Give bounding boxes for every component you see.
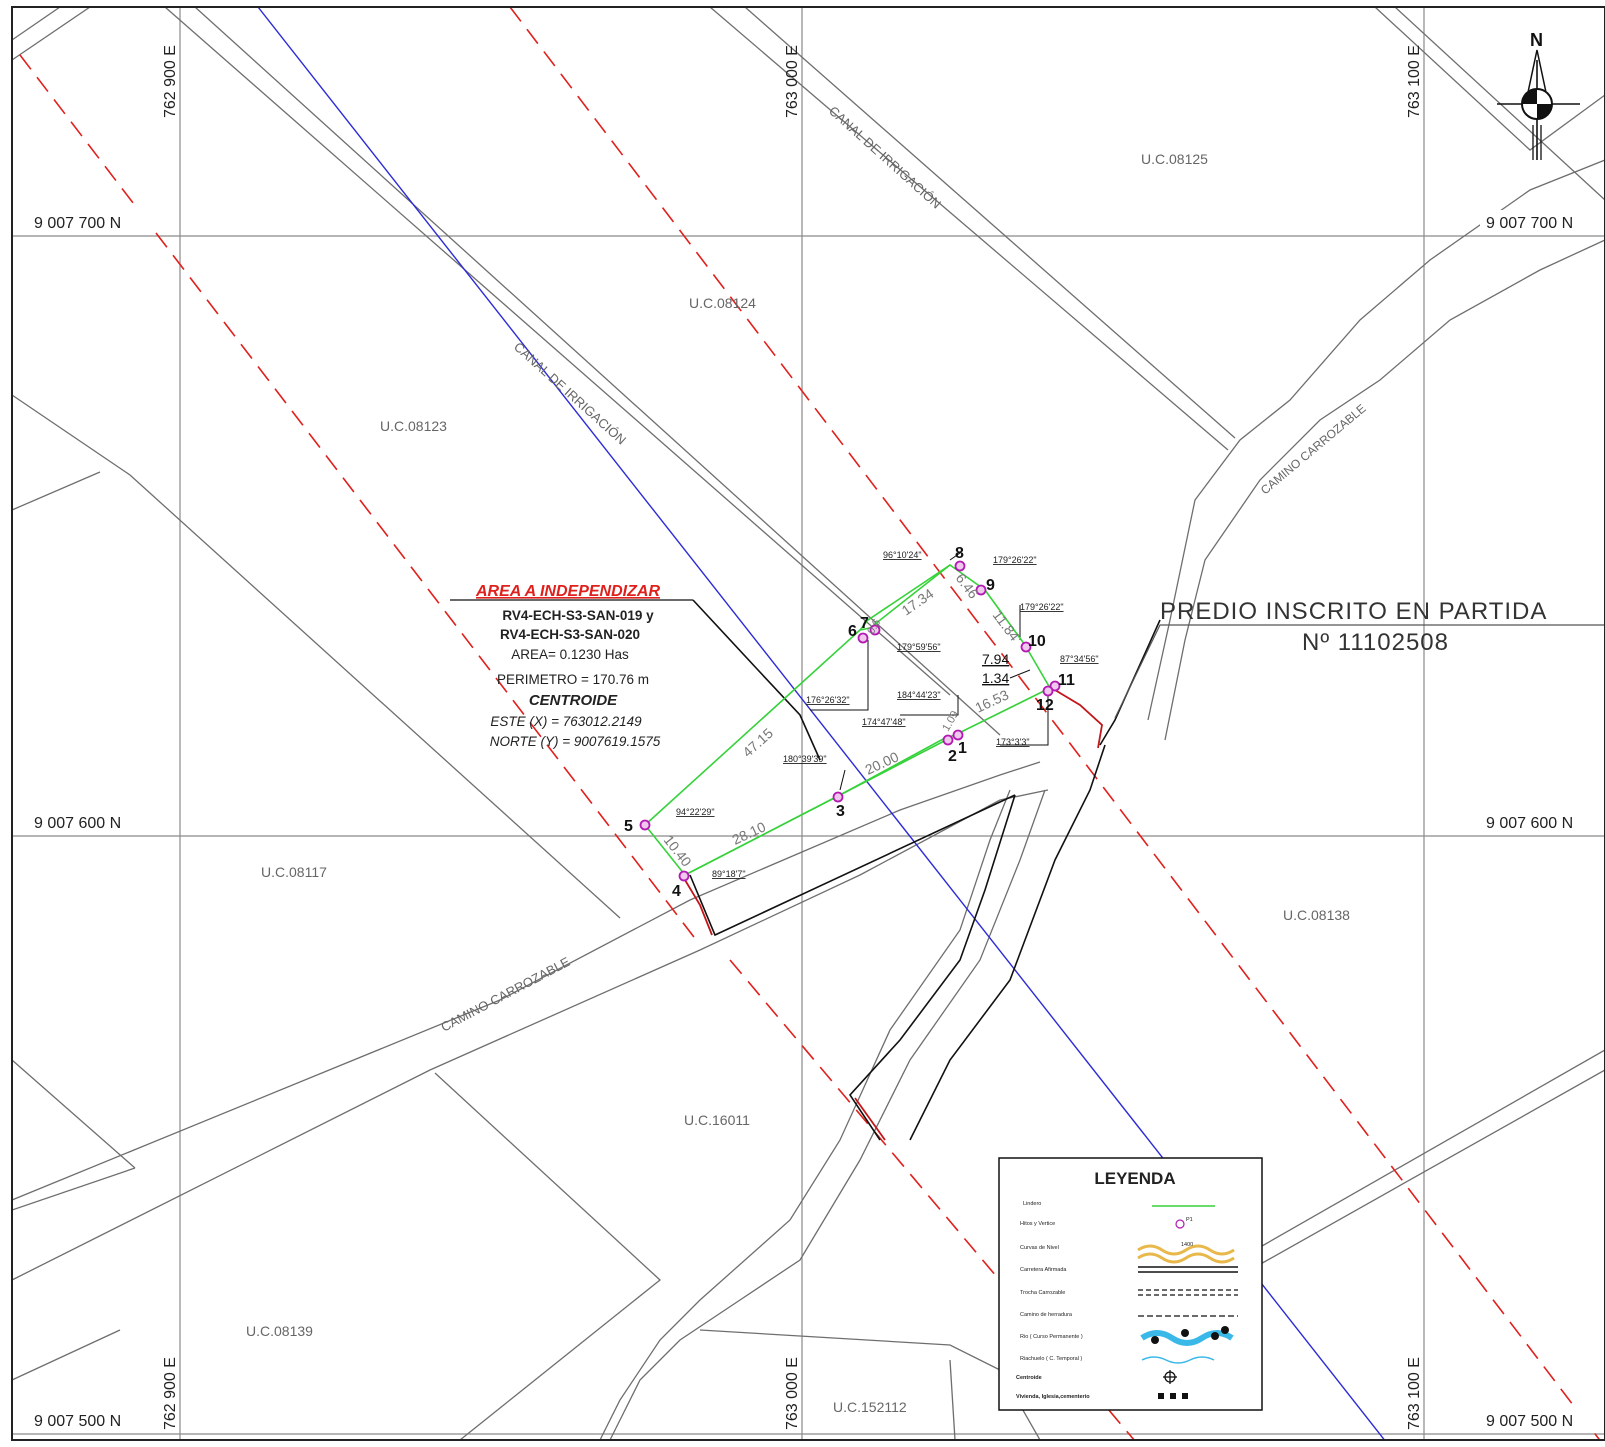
legend-item: Curvas de Nivel <box>1020 1245 1059 1251</box>
centroid-este: ESTE (X) = 763012.2149 <box>490 714 642 729</box>
parcel-label: U.C.08138 <box>1283 907 1350 923</box>
vertex-9[interactable] <box>975 584 987 596</box>
area-code2: RV4-ECH-S3-SAN-020 <box>500 627 640 642</box>
legend-item: Carretera Afirmada <box>1020 1267 1067 1273</box>
angle-label: 179°26'22" <box>993 555 1037 565</box>
angle-labels: 96°10'24" 179°26'22" 179°26'22" 179°59'5… <box>676 550 1099 879</box>
east-coord-label: 763 100 E <box>1406 45 1423 118</box>
legend: LEYENDA Lindero Hitos y Vertice Curvas d… <box>998 1157 1263 1411</box>
north-coord-label: 9 007 600 N <box>1486 815 1573 832</box>
distance-label: 1.34 <box>982 670 1009 686</box>
north-coord-label: 9 007 700 N <box>1486 215 1573 232</box>
parcel-label: U.C.16011 <box>684 1112 750 1128</box>
vertex-label: 7 <box>860 615 869 632</box>
legend-item: Lindero <box>1023 1201 1041 1207</box>
angle-label: 96°10'24" <box>883 550 922 560</box>
angle-label: 94°22'29" <box>676 807 715 817</box>
distance-label: 7.94 <box>982 651 1009 667</box>
partida-label: PREDIO INSCRITO EN PARTIDA Nº 11102508 <box>1114 598 1605 719</box>
red-solid-segments <box>684 689 1103 1141</box>
vertex-12[interactable] <box>1042 685 1054 697</box>
vertex-7[interactable] <box>869 624 881 636</box>
grid-lines <box>12 7 1605 1440</box>
vertex-5[interactable] <box>639 819 651 831</box>
east-coord-label: 762 900 E <box>162 1357 179 1430</box>
red-dashed-lines <box>19 7 1601 1440</box>
vertex-label: 5 <box>624 818 633 835</box>
parcel-labels: U.C.08125 U.C.08124 U.C.08123 U.C.08117 … <box>246 151 1350 1415</box>
north-coord-label: 9 007 700 N <box>34 215 121 232</box>
legend-item: Riachuelo ( C. Temporal ) <box>1020 1356 1082 1362</box>
legend-contour-tag: 1400 <box>1181 1242 1193 1248</box>
vertex-1[interactable] <box>952 729 964 741</box>
vertex-4[interactable] <box>678 870 690 882</box>
area-info-block: AREA A INDEPENDIZAR RV4-ECH-S3-SAN-019 y… <box>450 583 693 749</box>
vertex-label: 10 <box>1028 633 1046 650</box>
vertex-2[interactable] <box>942 734 954 746</box>
vertex-label: 4 <box>672 883 681 900</box>
parcel-label: U.C.08125 <box>1141 151 1208 167</box>
parcel-label: U.C.08124 <box>689 295 756 311</box>
legend-item: Trocha Carrozable <box>1020 1290 1065 1296</box>
north-coord-label: 9 007 600 N <box>34 815 121 832</box>
legend-item: Centroide <box>1016 1375 1042 1381</box>
vertex-label: 9 <box>986 577 995 594</box>
centroid-norte: NORTE (Y) = 9007619.1575 <box>490 734 661 749</box>
partida-line1: PREDIO INSCRITO EN PARTIDA <box>1160 598 1547 625</box>
vertex-label: 12 <box>1036 697 1054 714</box>
partida-line2: Nº 11102508 <box>1302 629 1449 656</box>
map-frame <box>11 6 1605 1441</box>
area-perimeter: PERIMETRO = 170.76 m <box>497 672 649 687</box>
angle-label: 89°18'7" <box>712 869 746 879</box>
east-coord-label: 762 900 E <box>162 45 179 118</box>
vertex-labels: 1 2 3 4 5 6 7 8 9 10 11 12 <box>624 545 1075 900</box>
vertex-label: 8 <box>955 545 964 562</box>
vertex-label: 1 <box>958 740 967 757</box>
area-title: AREA A INDEPENDIZAR <box>475 583 660 600</box>
legend-p1-tag: P1 <box>1186 1217 1193 1223</box>
vertex-markers <box>639 560 1061 882</box>
angle-label: 184°44'23" <box>897 690 941 700</box>
angle-label: 180°39'39" <box>783 754 827 764</box>
vertex-label: 11 <box>1058 672 1075 689</box>
angle-label: 173°3'3" <box>996 737 1030 747</box>
legend-title: LEYENDA <box>1094 1169 1175 1188</box>
legend-item: Hitos y Vertice <box>1020 1221 1055 1227</box>
vertex-11[interactable] <box>1049 680 1061 692</box>
vertex-10[interactable] <box>1020 641 1032 653</box>
parcel-label: U.C.08123 <box>380 418 447 434</box>
vertex-3[interactable] <box>832 791 844 803</box>
black-boundaries <box>689 599 1161 1141</box>
vertex-label: 3 <box>836 803 845 820</box>
east-coord-label: 763 000 E <box>784 1357 801 1430</box>
east-coord-label: 763 100 E <box>1406 1357 1423 1430</box>
north-label: N <box>1530 30 1543 50</box>
east-coord-label: 763 000 E <box>784 45 801 118</box>
grid-labels: 9 007 700 N 9 007 700 N 9 007 600 N 9 00… <box>30 45 1605 1430</box>
area-size: AREA= 0.1230 Has <box>511 647 629 662</box>
parcel-label: U.C.08139 <box>246 1323 313 1339</box>
lindero-polygon <box>643 564 1052 877</box>
vertex-label: 6 <box>848 623 857 640</box>
centroid-title: CENTROIDE <box>529 692 618 709</box>
angle-label: 87°34'56" <box>1060 654 1099 664</box>
vertex-6[interactable] <box>857 632 869 644</box>
north-coord-label: 9 007 500 N <box>1486 1413 1573 1430</box>
annotation-leaders <box>810 552 1049 791</box>
angle-label: 174°47'48" <box>862 717 906 727</box>
parcel-label: U.C.08117 <box>261 864 327 880</box>
legend-item: Rio ( Curso Permanente ) <box>1020 1334 1083 1340</box>
angle-label: 179°26'22" <box>1020 602 1064 612</box>
vertex-label: 2 <box>948 748 957 765</box>
parcel-label: U.C.152112 <box>833 1399 907 1415</box>
vertex-8[interactable] <box>954 560 966 572</box>
legend-item: Vivienda, Iglesia,cementerio <box>1016 1394 1090 1400</box>
angle-label: 176°26'32" <box>806 695 850 705</box>
angle-label: 179°59'56" <box>897 642 941 652</box>
north-arrow: N <box>1497 30 1580 160</box>
area-code1: RV4-ECH-S3-SAN-019 y <box>502 608 654 623</box>
north-coord-label: 9 007 500 N <box>34 1413 121 1430</box>
legend-item: Camino de herradura <box>1020 1312 1073 1318</box>
